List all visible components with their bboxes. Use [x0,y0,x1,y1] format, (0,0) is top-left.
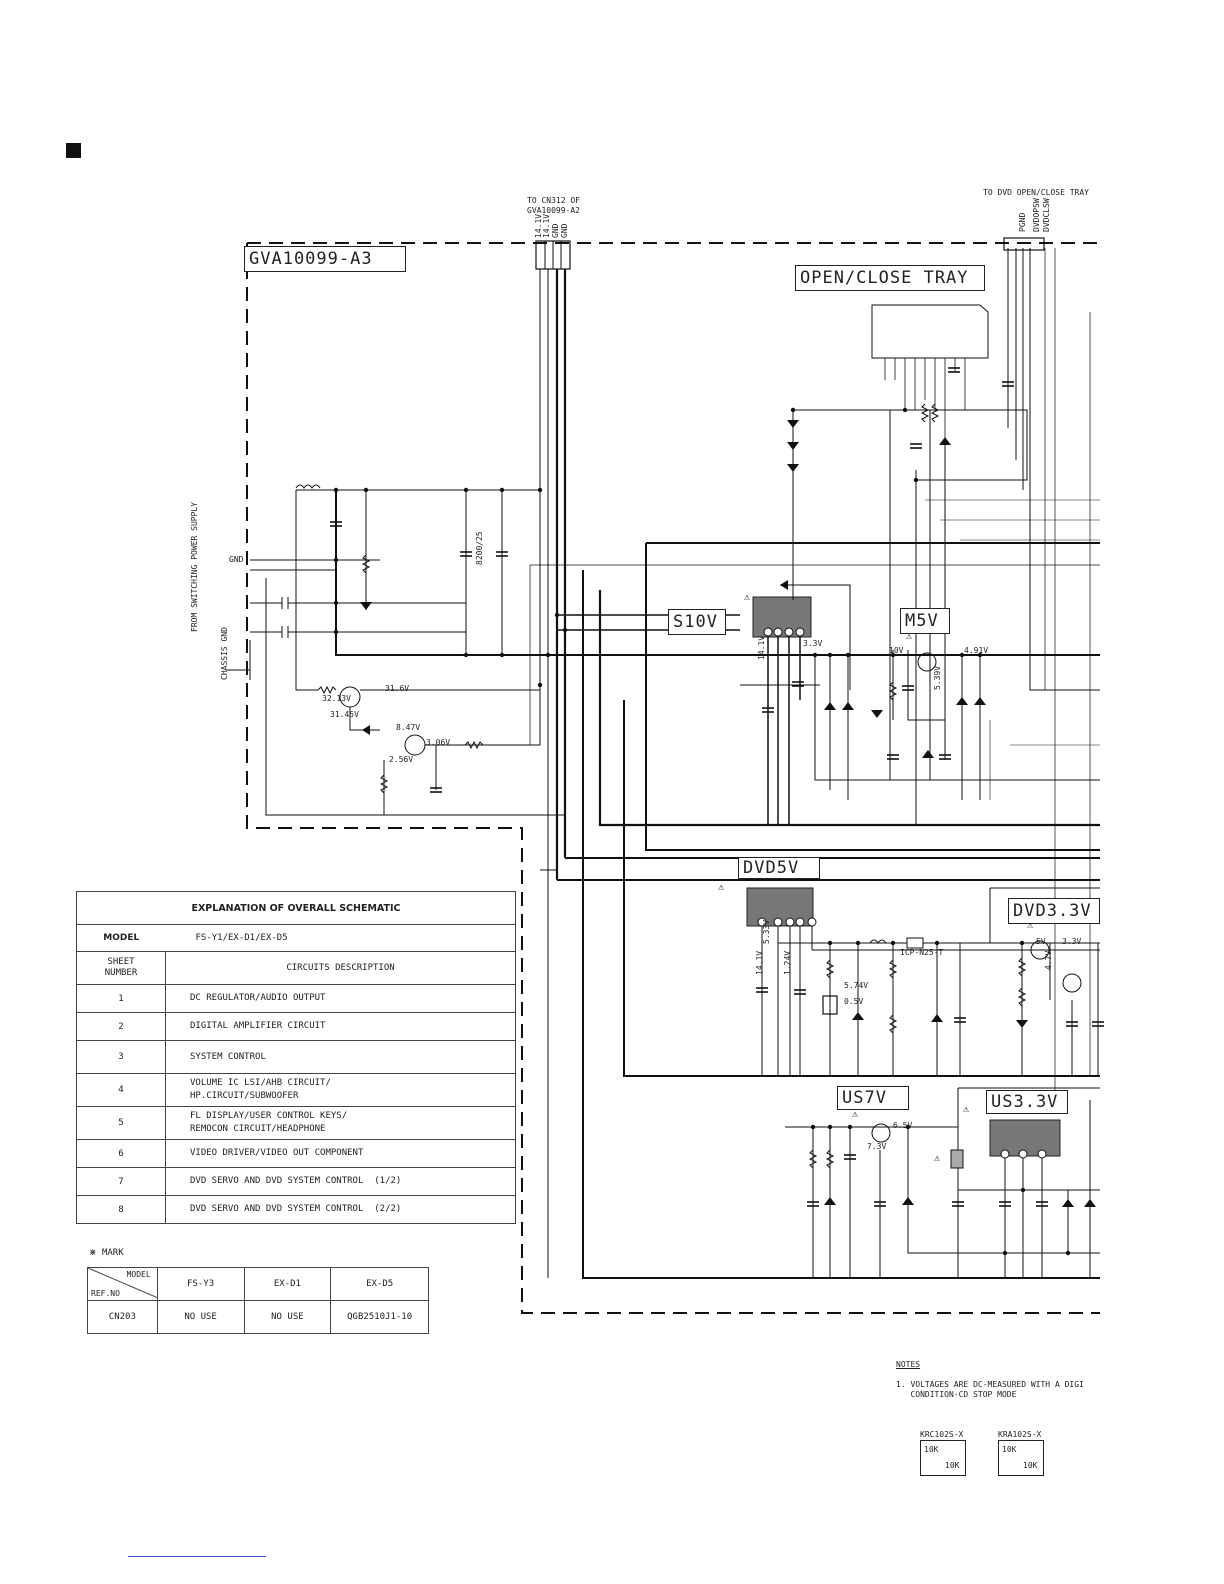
voltage-label: 3.3V [803,639,823,648]
mark-value: QGB2510J1-10 [330,1300,429,1334]
model-value: FS-Y1/EX-D1/EX-D5 [165,924,516,952]
resistor-value: 10K [924,1445,939,1454]
warning-icon: ⚠ [852,1109,859,1120]
voltage-label: 10V [889,646,904,655]
voltage-label: 14.1V [755,950,764,975]
voltage-label: 31.6V [385,684,410,693]
mark-ref-header: REF.NO [91,1289,120,1298]
circuit-description: DVD SERVO AND DVD SYSTEM CONTROL (1/2) [165,1167,516,1196]
mark-value: NO USE [156,1300,245,1334]
krc-part-label: KRC102S-X [920,1430,964,1439]
krc-transistor-symbol: 10K 10K [920,1440,966,1476]
resistor-value: 10K [1023,1461,1038,1470]
resistor-value: 10K [945,1461,960,1470]
board-name-label: GVA10099-A3 [244,246,406,272]
voltage-label: 1.24V [783,950,792,975]
kra-part-label: KRA102S-X [998,1430,1042,1439]
dvd33v-label: DVD3.3V [1008,898,1100,924]
circuits-description-header: CIRCUITS DESCRIPTION [165,951,516,985]
voltage-label: 7.3V [867,1142,887,1151]
sheet-number: 4 [76,1073,166,1107]
chassis-gnd-label: CHASSIS GND [220,627,229,680]
voltage-label: 0.5V [844,997,864,1006]
mark-model: FS-Y3 [156,1267,245,1301]
tray-pin-label: DVDOPSW [1032,198,1041,232]
open-close-tray-label: OPEN/CLOSE TRAY [795,265,985,291]
voltage-label: 14.1V [757,635,766,660]
explanation-table: EXPLANATION OF OVERALL SCHEMATIC MODEL F… [76,891,516,1224]
warning-icon: ⚠ [963,1104,970,1115]
warning-icon: ⚠ [934,1153,941,1164]
voltage-label: 32.13V [322,694,351,703]
circuit-description: DIGITAL AMPLIFIER CIRCUIT [165,1012,516,1041]
circuit-description: SYSTEM CONTROL [165,1040,516,1074]
sheet-number: 3 [76,1040,166,1074]
sheet-number-header: SHEET NUMBER [76,951,166,985]
mark-corner-cell: MODEL REF.NO [87,1267,158,1301]
circuit-description: FL DISPLAY/USER CONTROL KEYS/ REMOCON CI… [165,1106,516,1140]
to-cn312-caption: TO CN312 OF GVA10099-A2 [527,196,580,215]
voltage-label: 6.5V [893,1121,913,1130]
mark-value: NO USE [243,1300,332,1334]
voltage-label: 2.56V [389,755,414,764]
mark-model: EX-D1 [243,1267,332,1301]
voltage-label: 5.33V [762,919,771,944]
voltage-label: 4.7V [1044,950,1053,970]
voltage-label: 5.39V [933,665,942,690]
part-label: ICP-N25-T [900,948,944,957]
voltage-label: 8.47V [396,723,421,732]
circuit-description: VIDEO DRIVER/VIDEO OUT COMPONENT [165,1139,516,1168]
voltage-label: 3.3V [1062,937,1082,946]
cn312-pin-label: GND [551,223,560,238]
part-label: 8200/25 [475,531,484,565]
mark-table: MODEL REF.NO FS-Y3 EX-D1 EX-D5 CN203 NO … [87,1267,429,1334]
sheet-number: 8 [76,1195,166,1224]
notes-heading: NOTES [896,1360,921,1369]
warning-icon: ⚠ [1027,920,1034,931]
kra-transistor-symbol: 10K 10K [998,1440,1044,1476]
warning-icon: ⚠ [906,631,913,642]
mark-model-header: MODEL [126,1270,151,1279]
resistor-value: 10K [1002,1445,1017,1454]
cn312-pin-label: GND [560,223,569,238]
voltage-label: 3.06V [426,738,451,747]
voltage-label: 31.45V [330,710,359,719]
model-label: MODEL [76,924,166,952]
us7v-label: US7V [837,1086,909,1110]
circuit-description: DC REGULATOR/AUDIO OUTPUT [165,984,516,1013]
sheet-number: 6 [76,1139,166,1168]
warning-icon: ⚠ [744,592,751,603]
cn312-pin-label: 14.1V [542,213,551,238]
dvd5v-label: DVD5V [738,857,820,879]
voltage-label: 5.74V [844,981,869,990]
us33v-label: US3.3V [986,1090,1068,1114]
mark-ref: CN203 [87,1300,158,1334]
sheet-number: 1 [76,984,166,1013]
tray-pin-label: DVDCLSW [1042,198,1051,232]
circuit-description: DVD SERVO AND DVD SYSTEM CONTROL (2/2) [165,1195,516,1224]
explanation-title: EXPLANATION OF OVERALL SCHEMATIC [76,891,516,925]
section-marker [66,143,81,158]
tray-pin-label: PGND [1018,212,1027,232]
mark-title: ⋇ MARK [89,1248,124,1258]
from-supply-caption: FROM SWITCHING POWER SUPPLY [190,501,199,632]
mark-model: EX-D5 [330,1267,429,1301]
circuit-description: VOLUME IC LSI/AHB CIRCUIT/ HP.CIRCUIT/SU… [165,1073,516,1107]
sheet-number: 2 [76,1012,166,1041]
to-tray-caption: TO DVD OPEN/CLOSE TRAY [983,188,1089,197]
notes-text: 1. VOLTAGES ARE DC-MEASURED WITH A DIGI … [896,1380,1084,1399]
notes: NOTES 1. VOLTAGES ARE DC-MEASURED WITH A… [896,1360,1084,1400]
voltage-label: 5V [1036,937,1046,946]
warning-icon: ⚠ [718,882,725,893]
gnd-label: GND [229,555,244,564]
voltage-label: 4.91V [964,646,989,655]
sheet-number: 7 [76,1167,166,1196]
sheet-number: 5 [76,1106,166,1140]
footer-link-underline [128,1556,266,1557]
m5v-label: M5V [900,608,950,634]
s10v-label: S10V [668,609,726,635]
